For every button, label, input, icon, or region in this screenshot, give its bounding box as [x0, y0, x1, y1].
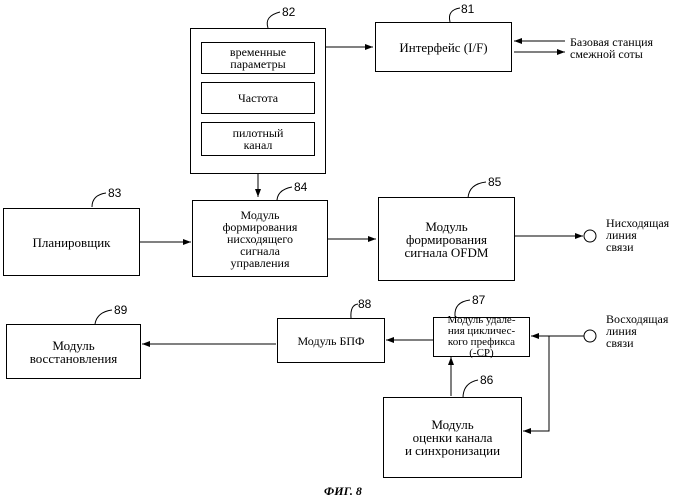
block-85-ofdm: Модуль формирования сигнала OFDM	[378, 197, 515, 281]
ref-84: 84	[294, 180, 307, 194]
ref-87: 87	[472, 293, 485, 307]
neighbor-station-label: Базовая станция смежной соты	[570, 36, 653, 60]
param-timing: временные параметры	[201, 42, 315, 74]
ref-85: 85	[488, 175, 501, 189]
param-pilot-channel: пилотный канал	[201, 122, 315, 156]
block-87-cp-removal: Модуль удале- ния цикличес- кого префикс…	[433, 317, 530, 357]
block-81-interface: Интерфейс (I/F)	[375, 22, 512, 72]
block-84-dl-control: Модуль формирования нисходящего сигнала …	[192, 200, 328, 277]
ref-83: 83	[108, 186, 121, 200]
downlink-label: Нисходящая линия связи	[606, 217, 669, 253]
ref-89: 89	[114, 303, 127, 317]
leader-88	[351, 304, 358, 318]
block-89-recovery: Модуль восстановления	[6, 324, 141, 379]
leader-86	[463, 380, 478, 398]
block-83-scheduler: Планировщик	[3, 208, 140, 276]
ref-81: 81	[461, 2, 474, 16]
uplink-terminal	[584, 330, 596, 342]
ref-86: 86	[480, 373, 493, 387]
block-88-fft: Модуль БПФ	[277, 318, 385, 363]
leader-89	[95, 310, 112, 324]
leader-85	[468, 182, 486, 198]
param-frequency: Частота	[201, 82, 315, 114]
leader-82	[267, 12, 280, 28]
ref-82: 82	[282, 5, 295, 19]
downlink-terminal	[584, 230, 596, 242]
leader-81	[449, 8, 460, 22]
block-86-channel-estimation: Модуль оценки канала и синхронизации	[383, 397, 522, 478]
ref-88: 88	[358, 297, 371, 311]
leader-83	[92, 193, 106, 207]
figure-caption: ФИГ. 8	[0, 484, 686, 499]
uplink-label: Восходящая линия связи	[606, 313, 668, 349]
